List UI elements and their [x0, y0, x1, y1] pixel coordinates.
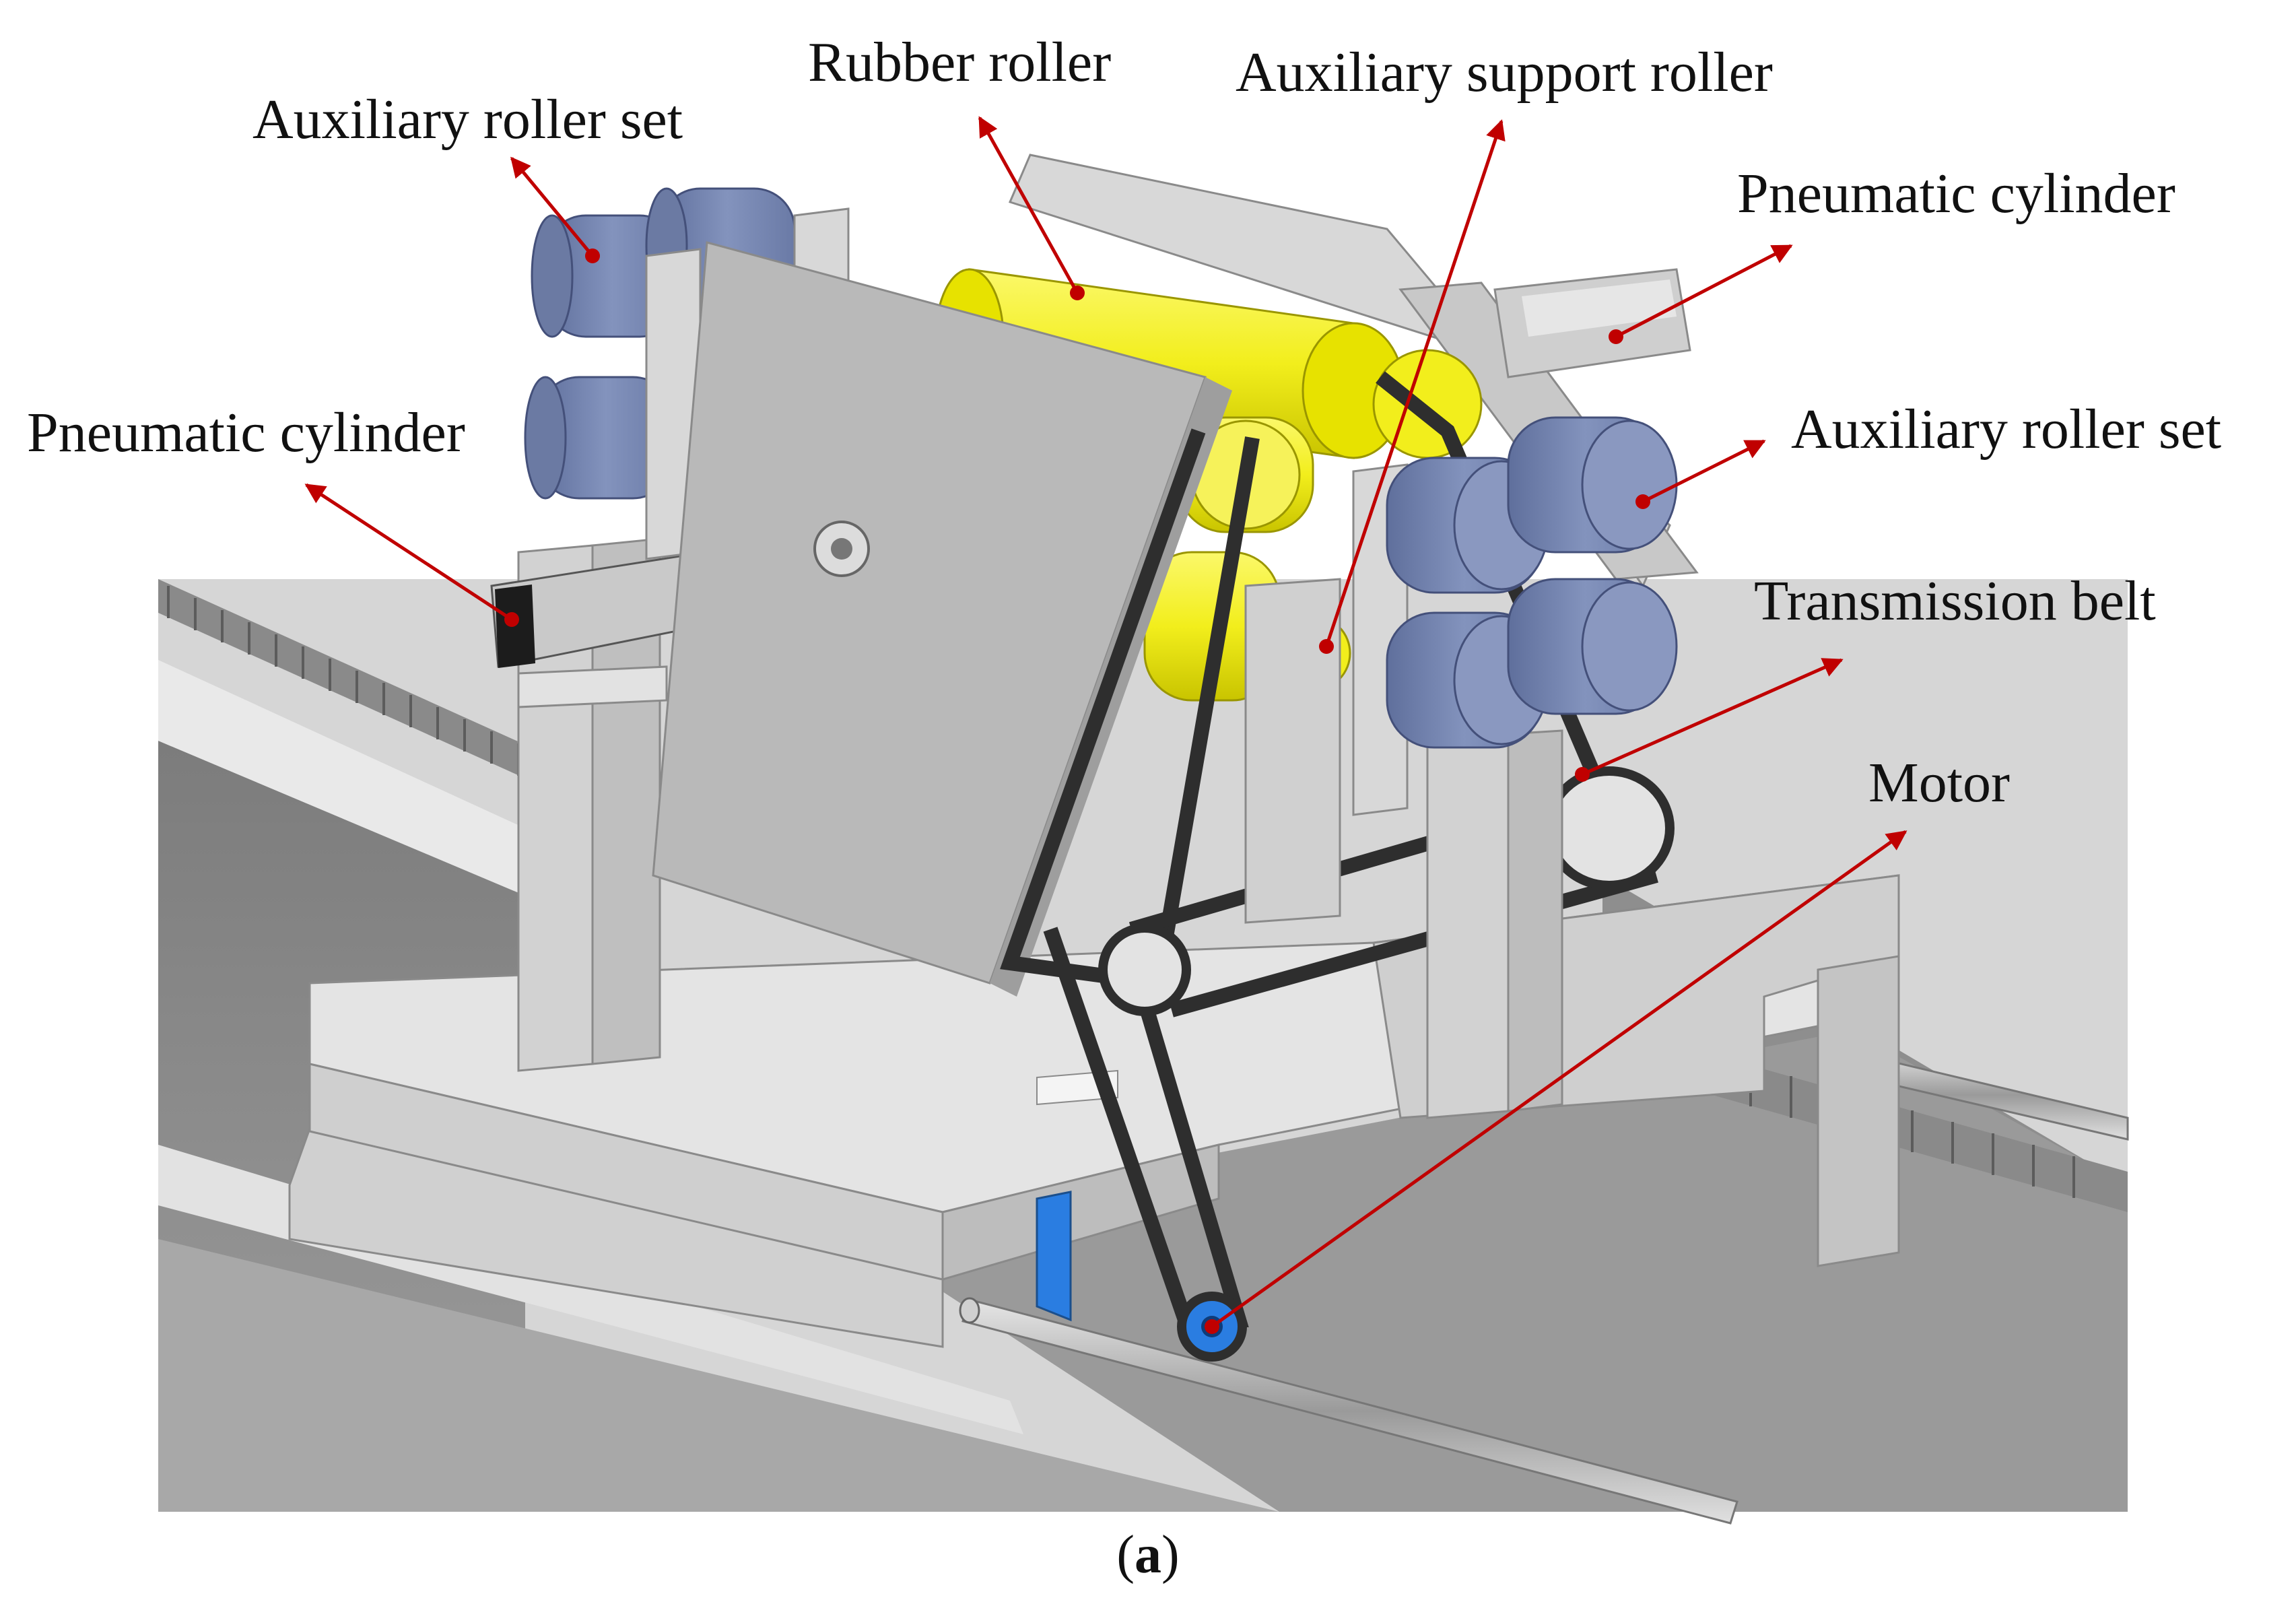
- label-rubber-roller: Rubber roller: [808, 31, 1111, 94]
- annotation-arrows: [304, 116, 1907, 1329]
- annotation-dots: [504, 248, 1650, 1334]
- figure-caption: (a): [1116, 1525, 1179, 1584]
- arrow-auxiliary-support-roller: [1324, 119, 1506, 647]
- label-auxiliary-roller-set-left: Auxiliary roller set: [252, 88, 683, 151]
- caption-letter: a: [1135, 1525, 1161, 1584]
- arrow-auxiliary-roller-set-right: [1642, 439, 1766, 504]
- arrow-rubber-roller: [978, 116, 1079, 294]
- caption-close-paren: ): [1161, 1525, 1180, 1584]
- label-motor: Motor: [1868, 752, 2010, 814]
- left-support-column: [517, 537, 668, 1072]
- right-support-column: [1244, 463, 1563, 1119]
- arrow-motor: [1211, 830, 1907, 1329]
- pneumatic-cylinder-right-body: [1493, 268, 1691, 378]
- auxiliary-roller-set-right-parts: [1386, 416, 1678, 749]
- label-auxiliary-roller-set-right: Auxiliary roller set: [1791, 398, 2221, 461]
- arrow-auxiliary-roller-set-left: [510, 156, 594, 257]
- label-transmission-belt: Transmission belt: [1754, 570, 2156, 632]
- guide-rail-front: [959, 1297, 1738, 1525]
- label-pneumatic-cylinder-right: Pneumatic cylinder: [1737, 162, 2175, 225]
- label-pneumatic-cylinder-left: Pneumatic cylinder: [27, 401, 465, 464]
- arrow-pneumatic-cylinder-right: [1615, 244, 1793, 339]
- caption-open-paren: (: [1116, 1525, 1135, 1584]
- arrow-pneumatic-cylinder-left: [304, 483, 513, 622]
- arrow-transmission-belt: [1581, 658, 1844, 776]
- label-auxiliary-support-roller: Auxiliary support roller: [1236, 41, 1773, 104]
